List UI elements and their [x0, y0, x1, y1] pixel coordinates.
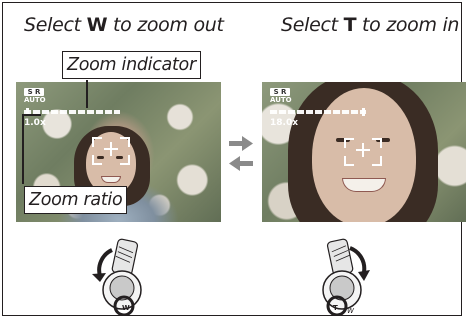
svg-text:W: W	[347, 307, 355, 315]
zoom-indicator-bar	[270, 110, 366, 114]
zoom-control-dial-icon: T W	[322, 238, 370, 316]
zoom-indicator-marker	[26, 108, 29, 116]
callout-zoom-indicator: Zoom indicator	[62, 51, 201, 79]
zoom-ratio-readout: 1.0x	[24, 118, 46, 128]
arrow-right-icon	[229, 136, 253, 151]
focus-frame-icon	[92, 137, 130, 165]
heading-zoom-out: Select W to zoom out	[24, 14, 224, 36]
heading-zoom-in: Select T to zoom in	[281, 14, 460, 36]
callout-zoom-ratio: Zoom ratio	[24, 186, 128, 214]
arrow-left-icon	[229, 156, 253, 171]
svg-text:W: W	[122, 304, 130, 312]
zoom-direction-arrows	[229, 136, 253, 171]
focus-frame-icon	[344, 138, 382, 166]
lcd-telephoto-view: S R AUTO 18.0x	[262, 82, 466, 222]
key-w: W	[86, 14, 108, 36]
zoom-indicator-leader	[86, 80, 88, 108]
svg-text:T: T	[115, 307, 120, 315]
zoom-ratio-readout: 18.0x	[270, 118, 299, 128]
shooting-mode-badge: S R AUTO	[24, 88, 46, 104]
zoom-ratio-leader	[22, 114, 24, 184]
shooting-mode-badge: S R AUTO	[270, 88, 292, 104]
zoom-indicator-marker	[362, 108, 365, 116]
zoom-control-dial-icon: T W	[92, 238, 142, 316]
svg-text:T: T	[333, 304, 338, 312]
zoom-indicator-bar	[24, 110, 120, 114]
key-t: T	[343, 14, 357, 36]
